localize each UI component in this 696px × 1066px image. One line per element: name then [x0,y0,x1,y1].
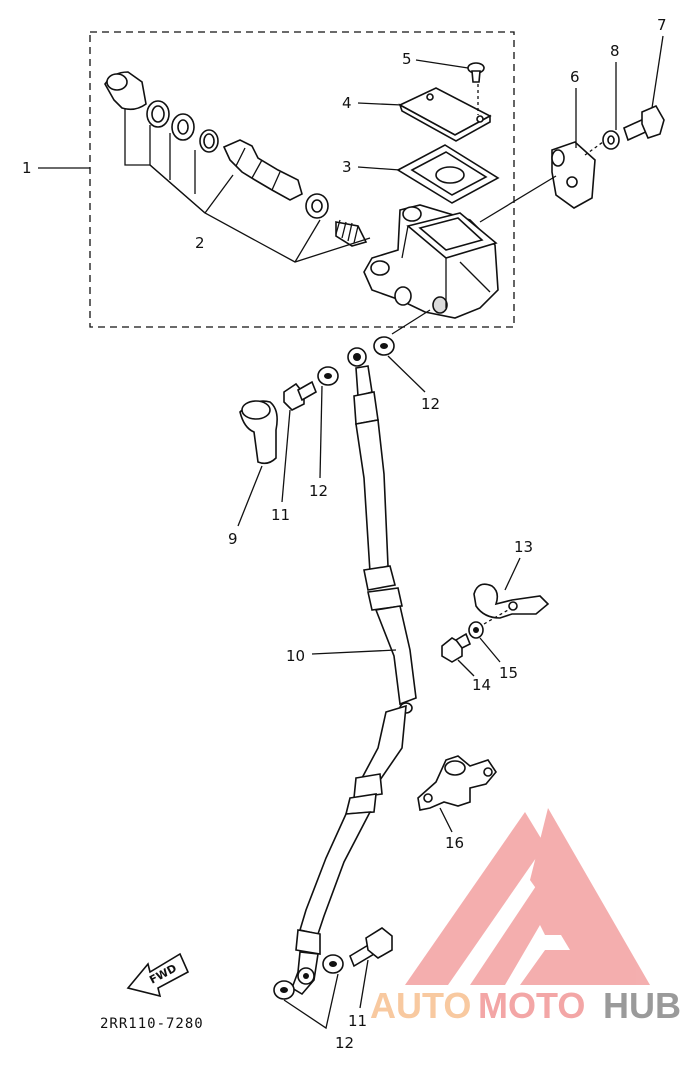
hose-clamp-13 [473,583,550,619]
label-12-bottom: 12 [335,1034,354,1052]
bolt-7 [623,104,665,142]
master-cylinder-body [363,204,499,319]
watermark-text-auto: AUTO [370,985,471,1026]
brake-hose [291,347,417,996]
union-bolt-11-top [283,380,318,411]
label-7: 7 [657,16,667,34]
label-16: 16 [445,834,464,852]
washer-15 [468,621,484,639]
circlip [146,100,170,128]
watermark-text-hub: HUB [603,985,681,1026]
primary-cup [305,193,329,219]
diagram-code: 2RR110-7280 [100,1016,204,1032]
label-3: 3 [342,158,352,176]
o-ring [199,129,219,153]
holder-clamp [551,141,596,209]
label-6: 6 [570,68,580,86]
label-12-mid: 12 [309,482,328,500]
label-11-bottom: 11 [348,1012,367,1030]
label-14: 14 [472,676,491,694]
fwd-arrow-icon [126,952,190,998]
bolt-14 [441,632,472,663]
label-13: 13 [514,538,533,556]
kit-dashed-box [89,31,515,328]
label-4: 4 [342,94,352,112]
washer-12-bottom-right [322,954,344,974]
reservoir-cap [398,87,492,142]
label-11-top: 11 [271,506,290,524]
washer-12-right [373,336,395,356]
washer-8 [602,130,620,150]
label-8: 8 [610,42,620,60]
piston [222,139,303,201]
cap-boot-9 [239,400,278,465]
label-12-right: 12 [421,395,440,413]
return-spring [335,219,368,247]
piston-boot [104,71,147,111]
cap-screw [467,62,485,83]
washer-12-bottom-left [273,980,295,1000]
union-bolt-11-bottom [349,927,393,968]
label-5: 5 [402,50,412,68]
watermark-text-moto: MOTO [478,985,585,1026]
hose-guide-16 [417,755,497,811]
label-15: 15 [499,664,518,682]
label-2: 2 [195,234,205,252]
label-10: 10 [286,647,305,665]
label-9: 9 [228,530,238,548]
washer-1 [171,113,195,141]
automotohub-logo [405,808,650,985]
label-1: 1 [22,159,32,177]
diaphragm [396,144,500,204]
washer-12-mid [317,366,339,386]
